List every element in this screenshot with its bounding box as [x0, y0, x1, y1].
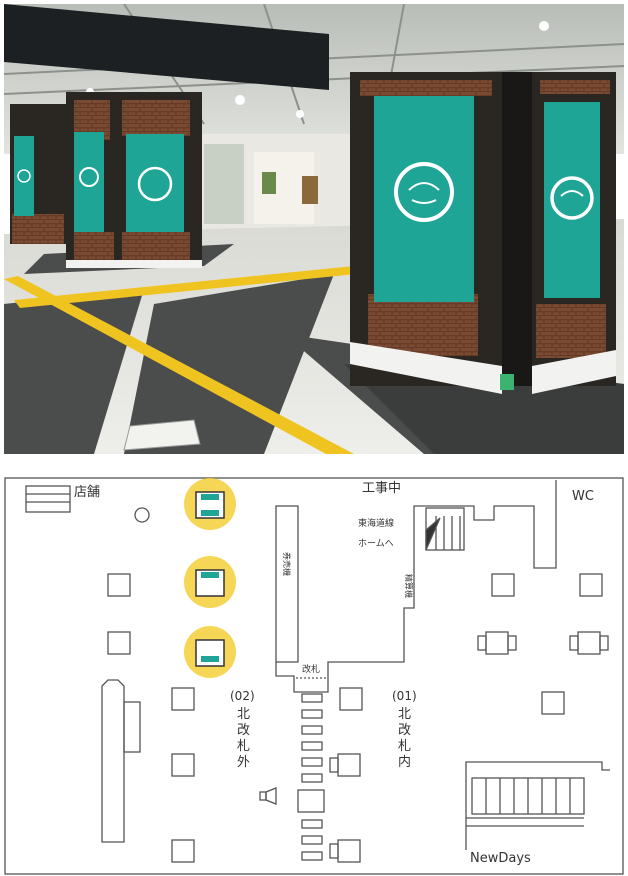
label-ticket-gate: 改札 [302, 663, 320, 675]
signage-pillar-marker [184, 478, 236, 530]
side-box [123, 701, 141, 753]
column [339, 687, 363, 711]
column [171, 753, 195, 777]
label-shop: 店舗 [74, 485, 100, 500]
column [541, 691, 565, 715]
column [579, 573, 603, 597]
stair-steps [435, 516, 461, 550]
long-structure [101, 679, 125, 843]
label-tokaido-line: 東海道線 [358, 517, 394, 529]
column [171, 839, 195, 863]
map-border [4, 477, 624, 875]
overhead-sign [4, 4, 329, 90]
column-side [329, 843, 339, 859]
floor-sign [123, 419, 201, 451]
column [107, 573, 131, 597]
newdays-wall [465, 761, 610, 850]
poster [262, 172, 276, 194]
pillar-far-left [10, 104, 66, 244]
column-side [507, 635, 517, 651]
label-wc: WC [572, 489, 594, 504]
column [107, 631, 131, 655]
column-side [477, 635, 487, 651]
trash-bin [265, 787, 277, 805]
pillar-middle [66, 92, 202, 268]
column [337, 839, 361, 863]
ticket-machine-wall [275, 505, 299, 663]
column [337, 753, 361, 777]
column [485, 631, 509, 655]
column [491, 573, 515, 597]
label-gate-01-char: 内 [398, 754, 411, 770]
label-gate-02-char: 改 [237, 723, 250, 738]
label-ticket-machines: 券売機 [282, 552, 292, 576]
label-construction: 工事中 [362, 481, 401, 496]
column [171, 687, 195, 711]
signage-screen [74, 132, 104, 232]
poster [302, 176, 318, 204]
station-photo [4, 4, 624, 454]
label-gate-01-char: 改 [398, 723, 411, 738]
label-gate-02-char: 外 [237, 755, 250, 770]
signage-pillar-marker [184, 556, 236, 608]
signage-pillar-marker [184, 626, 236, 678]
label-to-platform: ホームへ [358, 538, 394, 549]
label-gate-02-char: 札 [237, 739, 250, 754]
pillar-near [344, 72, 624, 454]
column [577, 631, 601, 655]
shelf-dividers [485, 778, 571, 814]
label-gate-01-char: 札 [398, 739, 411, 754]
column-side [569, 635, 579, 651]
shop-block [25, 485, 71, 513]
label-gate-02-number: (02) [230, 689, 255, 703]
floor-map: 店舗 工事中 WC 東海道線 ホームへ 改札 券売機 精算機 (02) 北 改 … [4, 477, 624, 875]
tactile-paving [4, 266, 356, 454]
shop-front [204, 144, 244, 224]
signage-screen [374, 96, 474, 302]
label-gate-01-number: (01) [392, 689, 417, 703]
column-side [599, 635, 609, 651]
highlighted-pillars [184, 478, 236, 678]
stairs-arrow [425, 517, 441, 551]
label-fare-adjust: 精算機 [404, 574, 414, 598]
label-gate-02-char: 北 [237, 707, 250, 722]
label-gate-01-char: 北 [398, 707, 411, 722]
round-column [134, 507, 150, 523]
signage-screen [126, 134, 184, 232]
label-newdays: NewDays [470, 851, 531, 866]
gate-boundary [275, 480, 557, 693]
column-side [329, 757, 339, 773]
gate-lanes [297, 693, 325, 861]
